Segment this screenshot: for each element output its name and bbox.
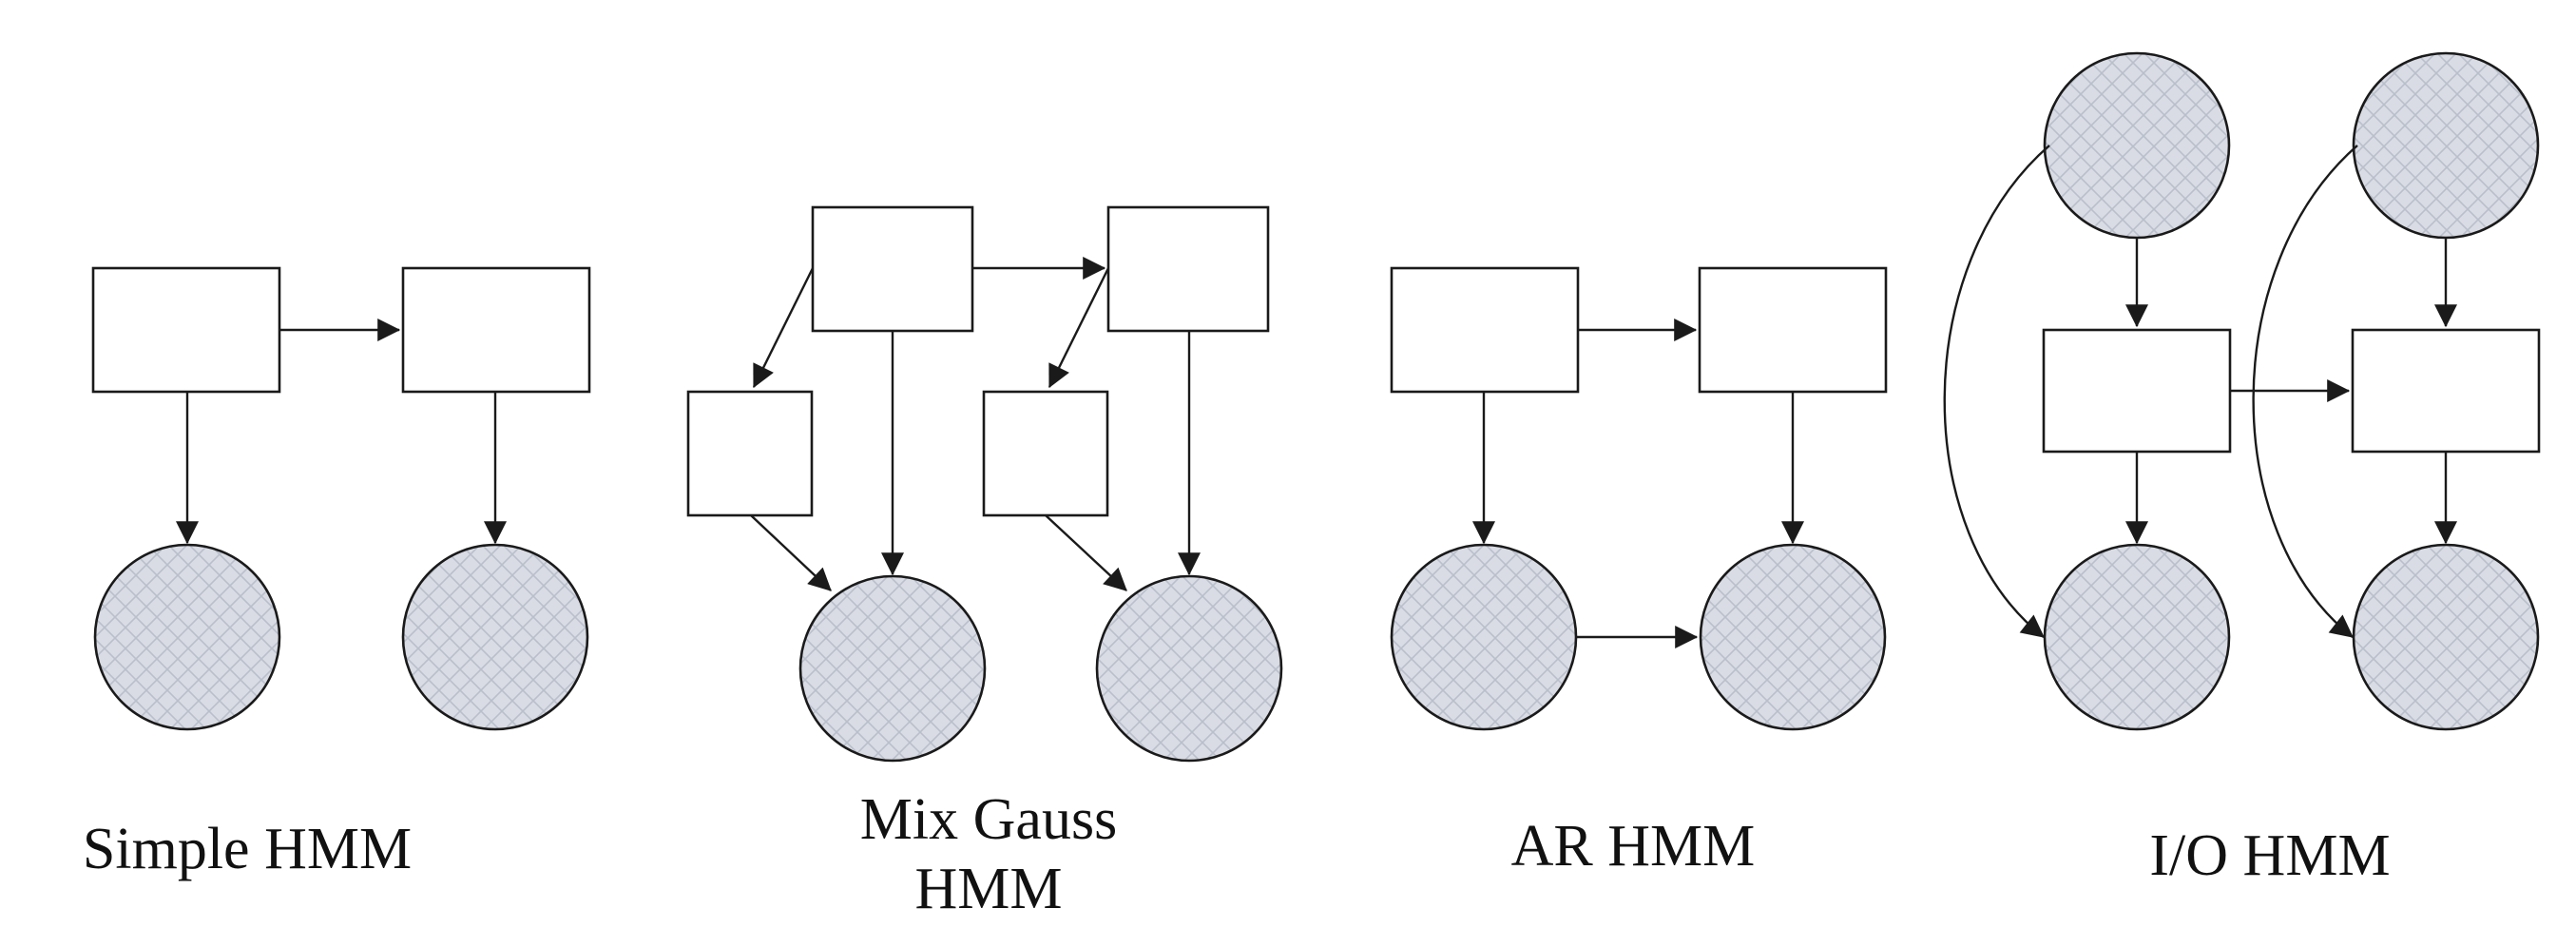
component-emission-edge xyxy=(750,514,832,591)
observation-node xyxy=(1095,574,1283,763)
component-emission-edge xyxy=(1045,514,1127,591)
io-hmm-panel: I/O HMM xyxy=(1943,51,2541,888)
hidden-state-node xyxy=(1390,266,1580,394)
mix-gauss-hmm-panel: Mix Gauss HMM xyxy=(686,205,1283,921)
observation-node xyxy=(401,543,589,731)
caption-simple-hmm: Simple HMM xyxy=(83,817,412,881)
input-node xyxy=(2043,51,2231,240)
input-output-edge xyxy=(2252,145,2358,638)
observation-node xyxy=(2352,543,2540,731)
observation-node xyxy=(1699,543,1887,731)
hidden-state-node xyxy=(811,205,974,333)
input-node xyxy=(2352,51,2540,240)
hidden-state-node xyxy=(91,266,281,394)
input-output-edge xyxy=(1943,145,2050,638)
mixture-component-node xyxy=(686,390,814,517)
caption-mix-gauss-line1: Mix Gauss xyxy=(860,787,1117,852)
observation-node xyxy=(2043,543,2231,731)
hidden-state-node xyxy=(401,266,591,394)
hidden-state-node xyxy=(2042,328,2232,454)
simple-hmm-panel: Simple HMM xyxy=(83,266,591,881)
observation-node xyxy=(1390,543,1578,731)
hidden-state-node xyxy=(2351,328,2541,454)
observation-node xyxy=(93,543,281,731)
mixture-component-node xyxy=(982,390,1109,517)
hidden-state-node xyxy=(1698,266,1888,394)
caption-ar-hmm: AR HMM xyxy=(1511,814,1756,879)
caption-io-hmm: I/O HMM xyxy=(2149,823,2390,888)
mixture-edge xyxy=(1048,267,1110,389)
hidden-state-node xyxy=(1106,205,1270,333)
ar-hmm-panel: AR HMM xyxy=(1390,266,1888,879)
mixture-edge xyxy=(752,267,815,389)
observation-node xyxy=(798,574,987,763)
caption-mix-gauss-line2: HMM xyxy=(914,857,1062,921)
